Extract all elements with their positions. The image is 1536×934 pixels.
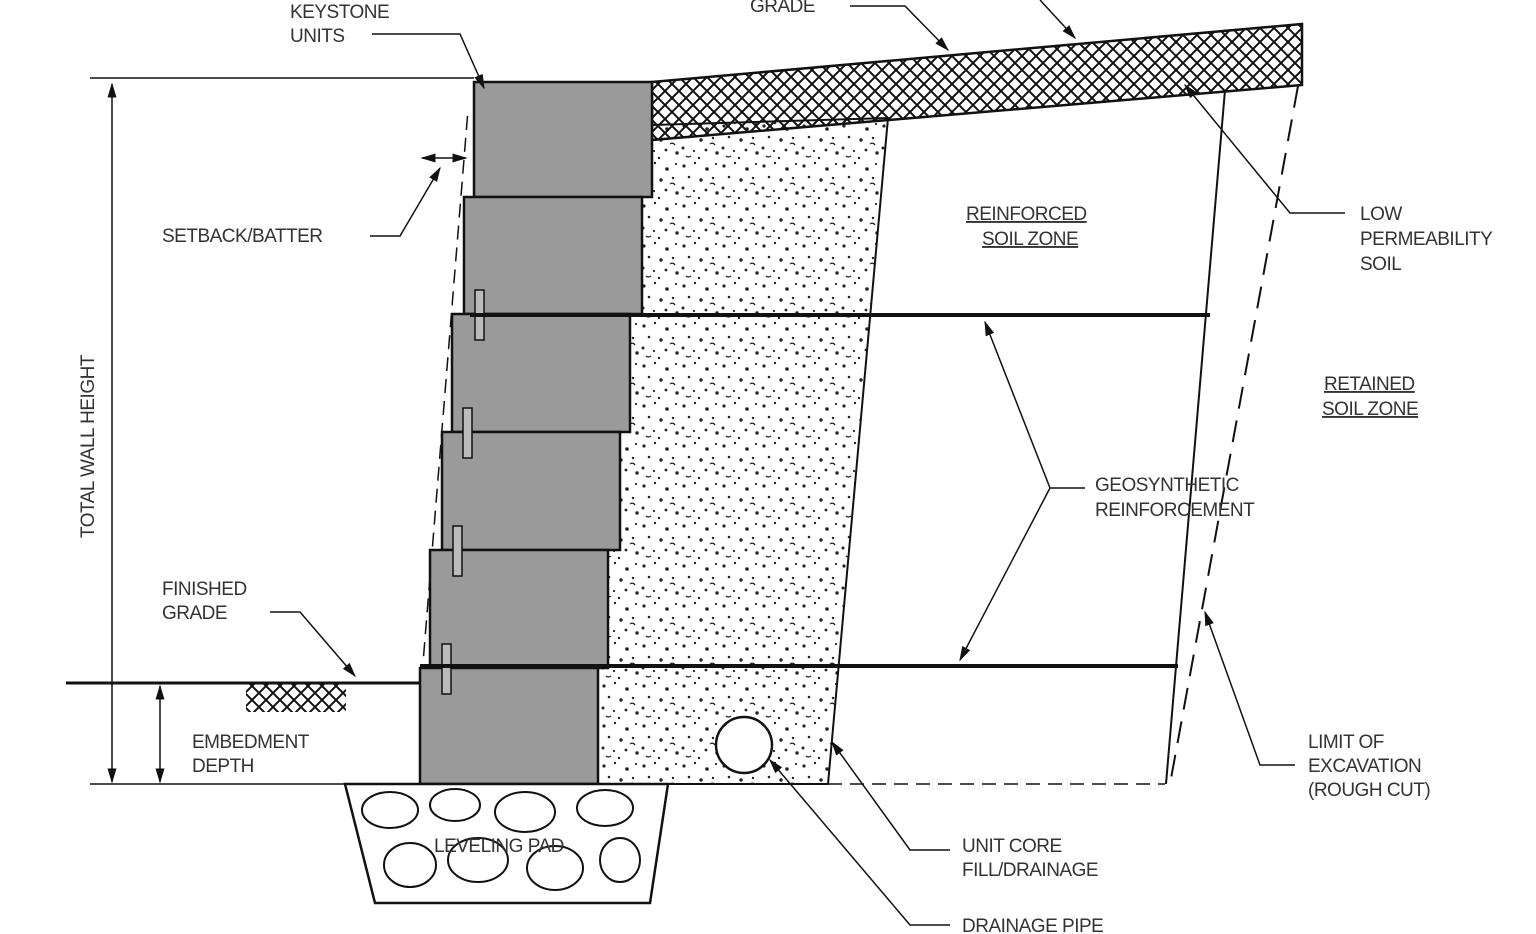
label-setback-batter: SETBACK/BATTER (162, 226, 323, 247)
low-permeability-soil-cap (650, 22, 1304, 142)
label-drainage-pipe: DRAINAGE PIPE (962, 916, 1103, 934)
keystone-unit (462, 195, 644, 316)
label-leveling-pad: LEVELING PAD (434, 836, 564, 857)
leveling-pad (343, 782, 670, 905)
drainage-pipe (714, 715, 774, 775)
limit-of-excavation-line (1169, 85, 1299, 785)
leader-lines (270, 0, 1345, 926)
finished-grade-hatch (246, 684, 346, 712)
reinforced-zone-boundary (1165, 89, 1226, 785)
keystone-unit (472, 80, 654, 199)
keystone-units (418, 80, 654, 786)
label-grade: GRADE (750, 0, 815, 17)
label-total-wall-height: TOTAL WALL HEIGHT (78, 354, 99, 538)
